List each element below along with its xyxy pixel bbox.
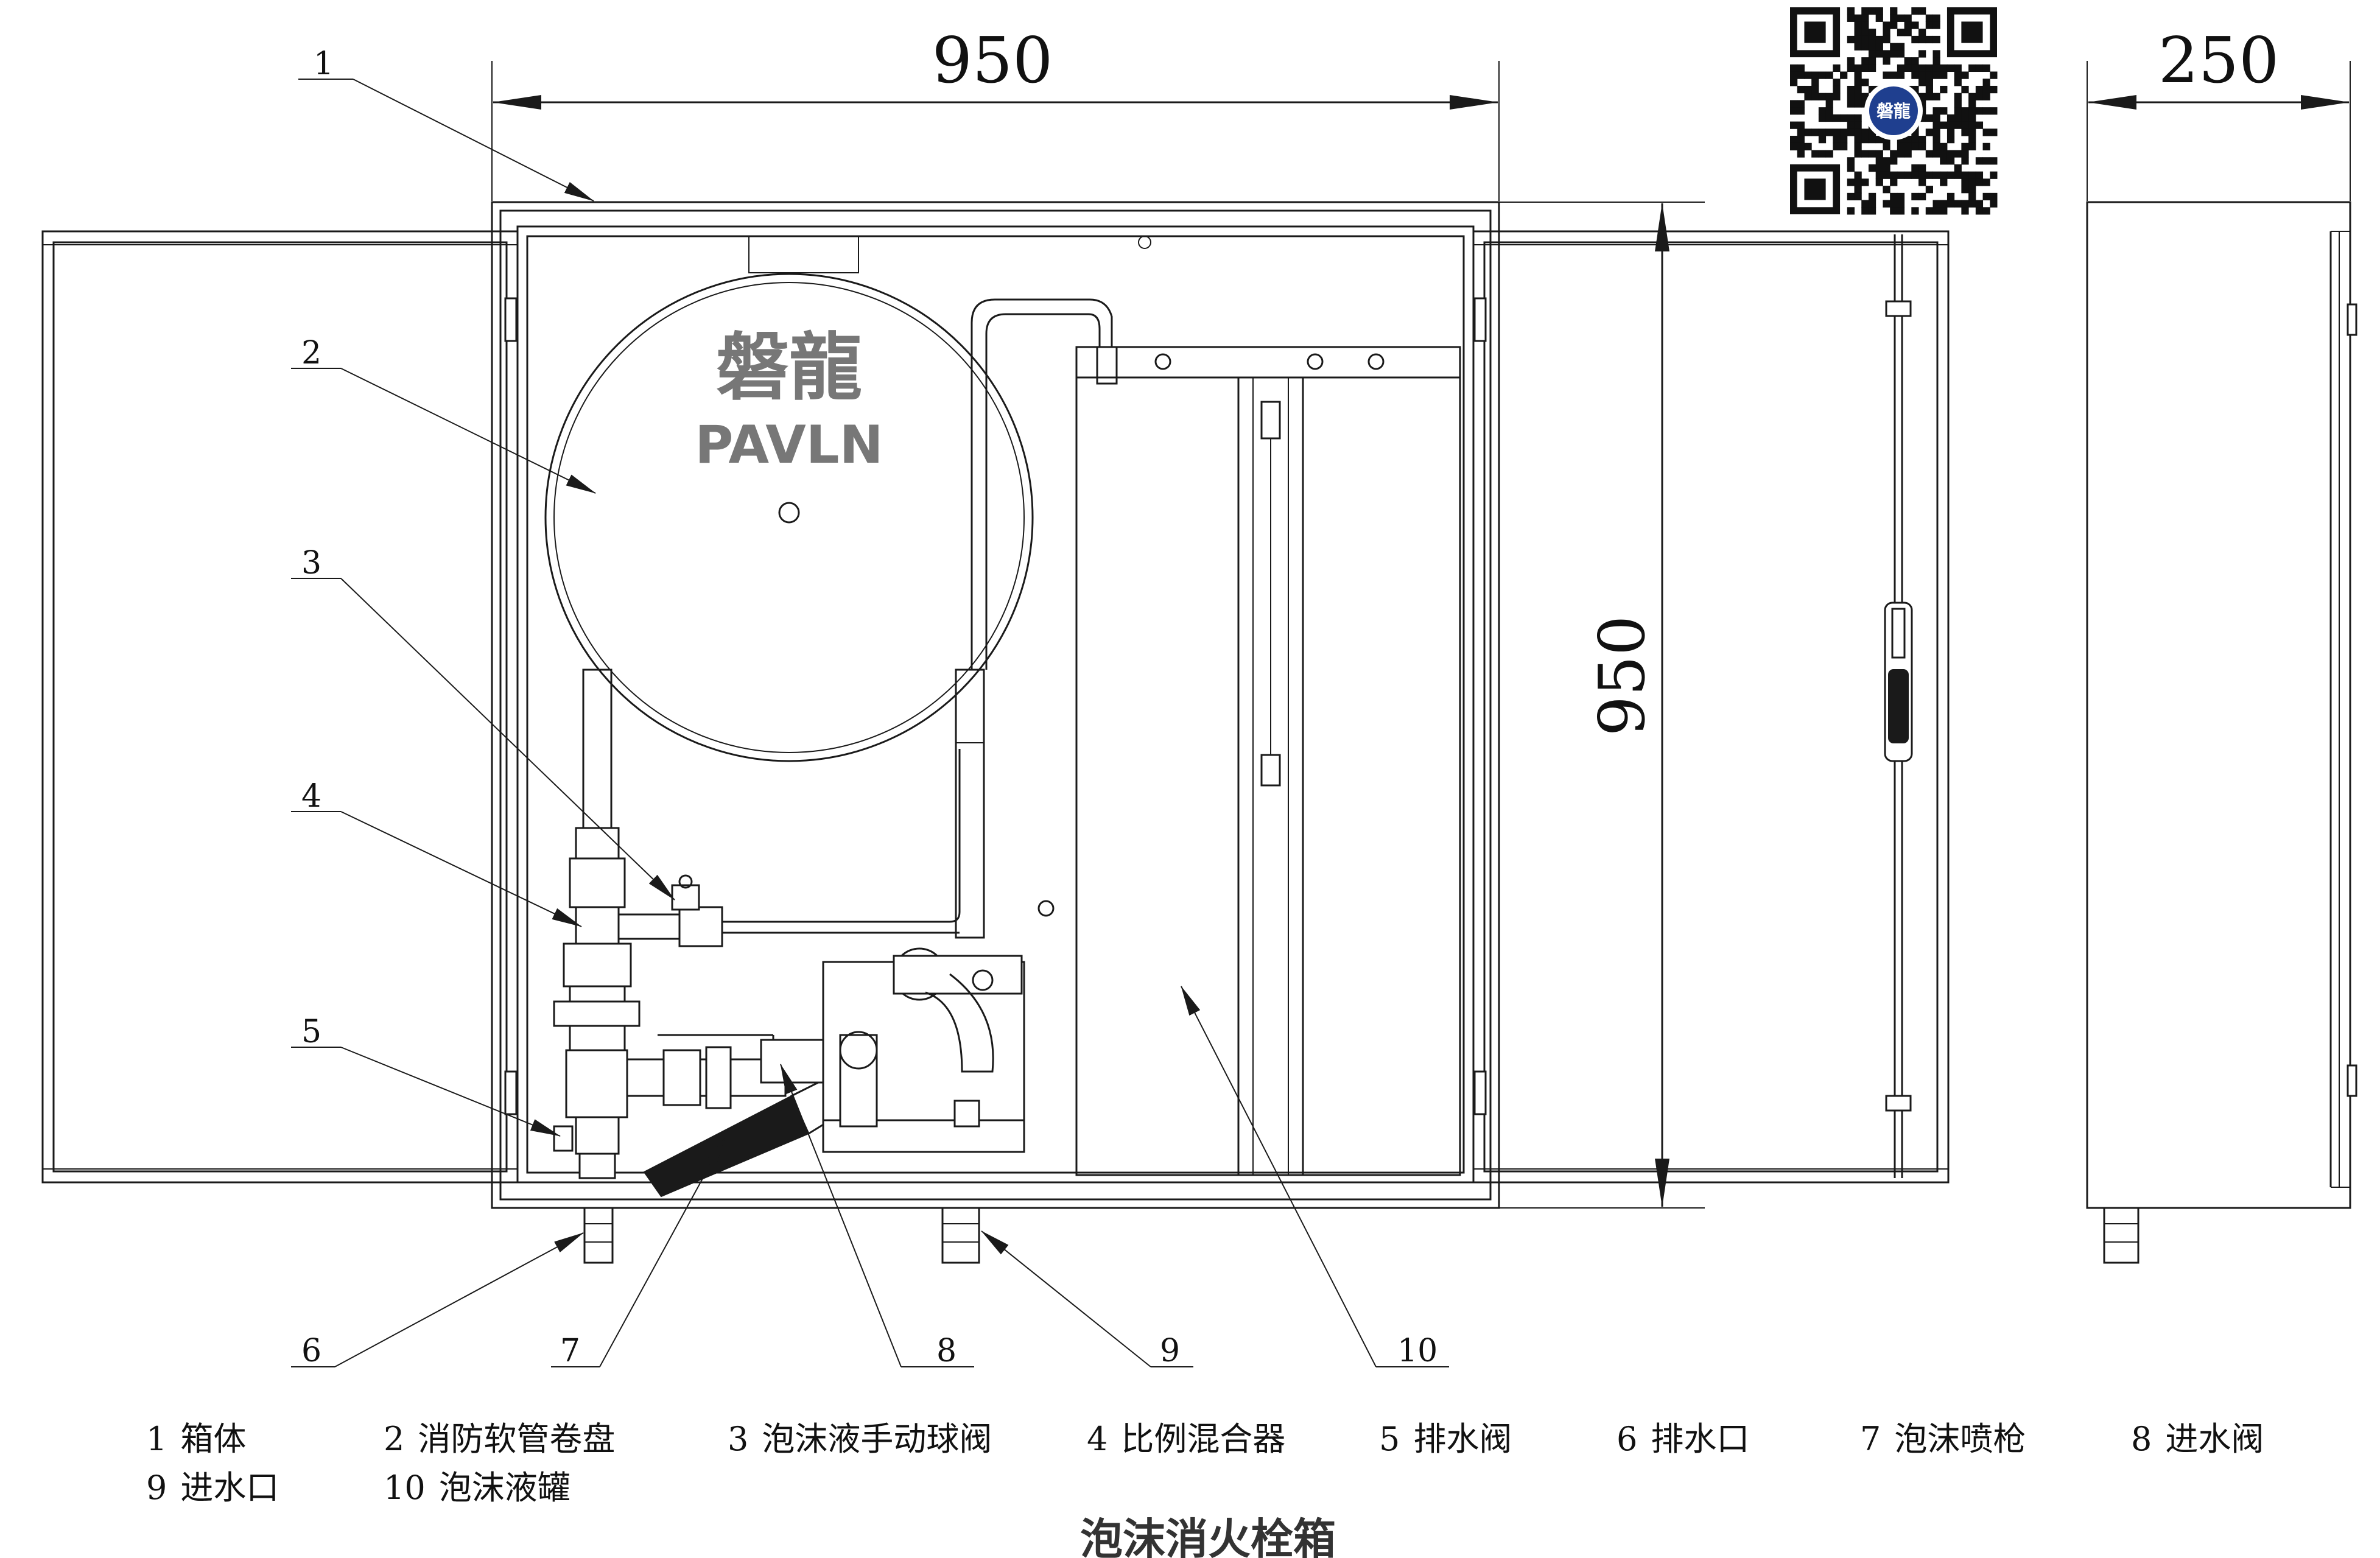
cabinet-body (491, 201, 1500, 1209)
right-door (1472, 230, 1950, 1184)
brand-logo-en: PAVLN (695, 415, 883, 475)
figure-caption: 泡沫消火栓箱 (1080, 1514, 1336, 1558)
callout-6: 6 (301, 1333, 321, 1369)
outlet-stubs (583, 1207, 980, 1264)
callout-10: 10 (1397, 1333, 1437, 1369)
callout-3: 3 (301, 545, 321, 581)
callout-leaders: 1 2 3 4 5 6 7 8 9 10 (291, 46, 1449, 1369)
callout-7: 7 (560, 1333, 580, 1369)
left-door (41, 230, 519, 1184)
dim-height: 950 (1585, 616, 1659, 737)
qr-code-icon: 磐龍 (1790, 7, 1998, 215)
svg-text:磐龍: 磐龍 (1876, 101, 1911, 121)
callout-9: 9 (1160, 1333, 1180, 1369)
inlet-valve (760, 947, 1025, 1153)
proportional-mixer (553, 749, 961, 1179)
brand-logo-cn: 磐龍 (716, 326, 862, 410)
callout-2: 2 (301, 335, 321, 371)
dim-depth: 250 (2158, 23, 2280, 97)
callout-1: 1 (314, 46, 334, 82)
dimensions: 950 950 250 (491, 23, 2351, 1209)
front-view: 磐龍 PAVLN (41, 201, 1950, 1264)
side-view (2086, 201, 2357, 1264)
hose-reel: 磐龍 PAVLN (544, 273, 1034, 762)
dim-width: 950 (932, 23, 1053, 97)
callout-4: 4 (301, 778, 321, 815)
callout-8: 8 (936, 1333, 957, 1369)
foam-tank (1037, 346, 1461, 1176)
callout-5: 5 (301, 1014, 321, 1050)
